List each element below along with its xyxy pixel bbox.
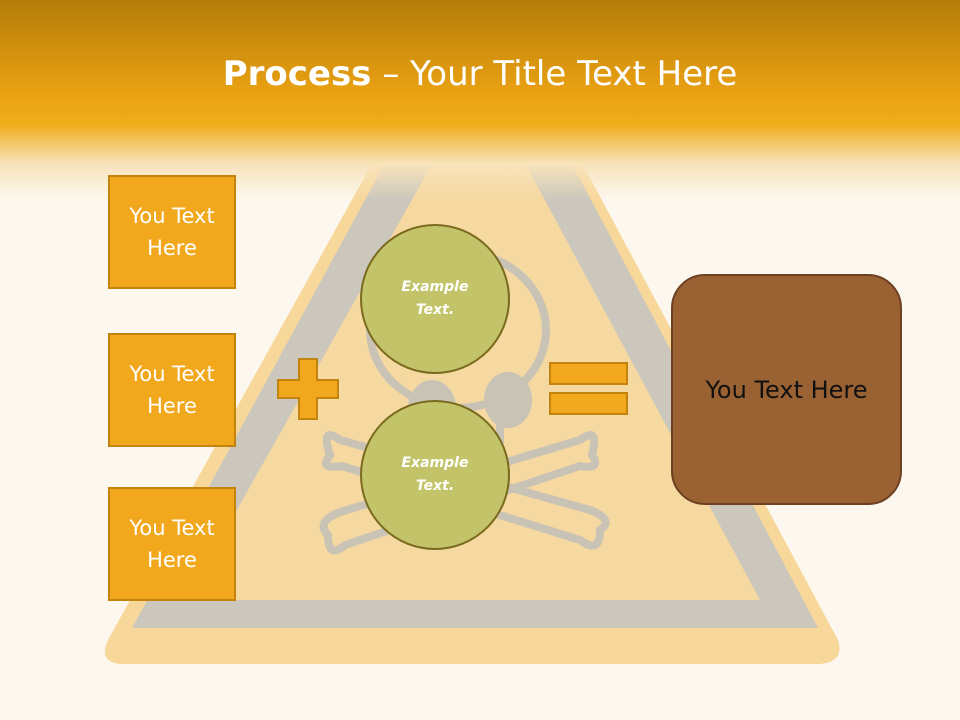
title-bold: Process [222,54,372,94]
plus-icon [277,358,339,420]
title-bar [0,0,960,200]
slide-title: Process – Your Title Text Here [0,52,960,96]
text-box-label: You Text Here [129,516,215,572]
text-box-label: You Text Here [129,204,215,260]
text-box-label: You Text Here [129,362,215,418]
text-box-1[interactable]: You Text Here [108,175,236,289]
result-box[interactable]: You Text Here [671,274,902,505]
result-label: You Text Here [705,375,868,404]
equals-icon [549,362,628,415]
circle-label: Example Text. [401,455,469,494]
text-box-2[interactable]: You Text Here [108,333,236,447]
title-text: – Your Title Text Here [371,54,738,94]
circle-label: Example Text. [401,279,469,318]
text-box-3[interactable]: You Text Here [108,487,236,601]
example-circle-2[interactable]: Example Text. [360,400,510,550]
example-circle-1[interactable]: Example Text. [360,224,510,374]
